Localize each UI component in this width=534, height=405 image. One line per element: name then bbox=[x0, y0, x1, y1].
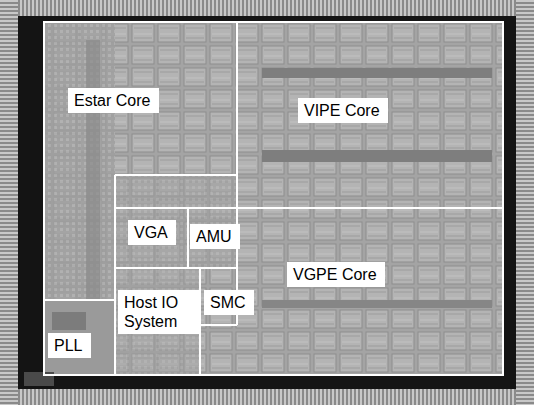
region-label: VGA bbox=[128, 220, 176, 245]
region-label: Estar Core bbox=[68, 88, 159, 113]
label-text: VGPE Core bbox=[293, 265, 379, 284]
label-text: Estar Core bbox=[74, 91, 153, 110]
label-text: AMU bbox=[196, 227, 234, 246]
region-label: Host IO System bbox=[118, 290, 200, 334]
region-label: VIPE Core bbox=[298, 98, 388, 123]
region-label: AMU bbox=[190, 224, 240, 249]
label-text: PLL bbox=[54, 336, 85, 355]
region-label: VGPE Core bbox=[287, 262, 385, 287]
label-text: SMC bbox=[210, 293, 248, 312]
region-label: PLL bbox=[48, 333, 91, 358]
label-text: VGA bbox=[134, 223, 170, 242]
region-label: SMC bbox=[204, 290, 254, 315]
label-text: VIPE Core bbox=[304, 101, 382, 120]
label-text: Host IO System bbox=[124, 293, 194, 331]
